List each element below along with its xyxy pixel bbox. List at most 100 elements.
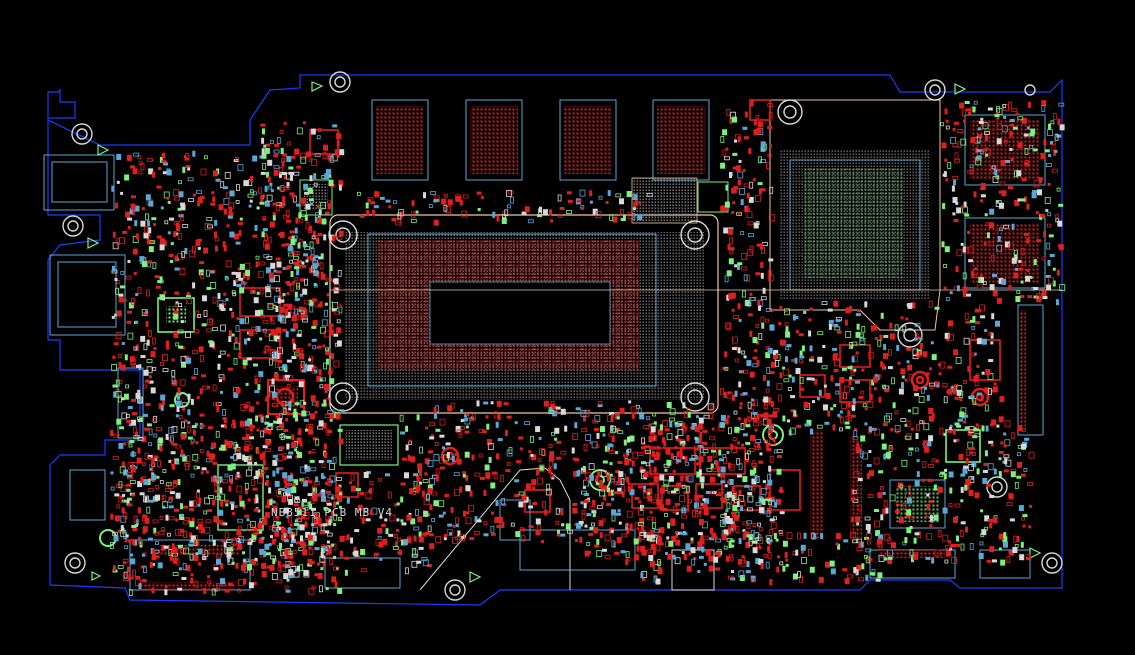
smd-component (189, 507, 194, 511)
smd-component (755, 272, 761, 276)
smd-component (271, 351, 276, 359)
smd-component (222, 186, 228, 190)
smd-component (938, 363, 941, 367)
smd-component (766, 366, 771, 374)
left-io-connectors (43, 154, 144, 521)
smd-component (839, 410, 843, 414)
smd-component (258, 371, 264, 378)
smd-component (148, 246, 154, 253)
smd-component (443, 537, 447, 541)
smd-component (369, 509, 373, 516)
smd-component (167, 532, 171, 537)
smd-component (207, 495, 214, 499)
smd-component (710, 515, 716, 519)
smd-component (724, 156, 730, 161)
smd-component (332, 566, 339, 571)
smd-component (996, 112, 1000, 116)
smd-component (333, 501, 337, 508)
smd-component (739, 575, 745, 581)
smd-component (809, 566, 815, 573)
smd-component (294, 402, 300, 406)
smd-component (908, 515, 915, 520)
smd-component (235, 448, 241, 452)
smd-component (753, 119, 757, 126)
smd-component (170, 260, 173, 263)
smd-component (443, 193, 448, 198)
smd-component (316, 217, 322, 224)
smd-component (505, 189, 512, 197)
smd-component (600, 426, 605, 433)
smd-component (266, 171, 270, 178)
smd-component (304, 464, 308, 471)
smd-component (739, 499, 746, 507)
smd-component (242, 562, 248, 566)
smd-component (867, 400, 874, 408)
smd-component (962, 467, 968, 474)
smd-component (724, 201, 730, 208)
smd-component (257, 476, 264, 484)
smd-component (193, 539, 198, 547)
smd-component (293, 322, 298, 329)
smd-component (290, 239, 296, 245)
smd-component (980, 199, 983, 203)
smd-component (319, 384, 324, 389)
smd-component (1047, 129, 1053, 137)
smd-component (755, 115, 760, 119)
smd-component (969, 164, 974, 169)
smd-component (215, 178, 221, 182)
smd-component (990, 332, 994, 339)
smd-component (929, 382, 935, 387)
smd-component (817, 331, 824, 336)
smd-component (346, 497, 350, 504)
smd-component (885, 452, 891, 459)
smd-component (302, 318, 309, 323)
smd-component (738, 538, 742, 545)
smd-component (653, 575, 657, 579)
smd-component (918, 396, 925, 404)
smd-component (286, 359, 292, 363)
smd-component (450, 402, 455, 410)
smd-component (118, 362, 122, 368)
smd-component (923, 440, 928, 444)
smd-component (861, 563, 865, 570)
smd-component (976, 155, 982, 159)
smd-component (282, 196, 286, 203)
smd-component (760, 159, 766, 164)
smd-component (719, 421, 725, 428)
smd-component (596, 432, 600, 439)
smd-component (264, 543, 270, 550)
smd-component (957, 418, 963, 422)
smd-component (770, 522, 777, 530)
smd-component (186, 292, 190, 295)
smd-component (751, 463, 758, 467)
smd-component (703, 452, 706, 456)
smd-component (996, 297, 1002, 304)
smd-component (744, 300, 750, 306)
smd-component (226, 551, 232, 558)
smd-component (333, 523, 337, 527)
smd-component (267, 176, 271, 183)
smd-component (397, 551, 403, 555)
smd-component (112, 242, 119, 250)
smd-component (488, 456, 492, 463)
smd-component (247, 540, 251, 544)
smd-component (922, 420, 926, 424)
smd-component (110, 471, 114, 475)
smd-component (178, 415, 183, 419)
smd-component (124, 536, 128, 543)
smd-component (310, 395, 316, 402)
smd-component (795, 330, 799, 334)
smd-component (334, 284, 341, 292)
smd-component (598, 195, 603, 200)
smd-component (864, 301, 868, 308)
smd-component (229, 206, 233, 213)
smd-component (422, 559, 429, 567)
smd-component (417, 516, 423, 523)
smd-component (714, 535, 717, 539)
smd-component (239, 420, 245, 427)
smd-component (711, 427, 715, 431)
smd-component (987, 372, 994, 380)
smd-component (845, 330, 852, 338)
smd-component (469, 490, 473, 497)
smd-component (222, 408, 227, 416)
